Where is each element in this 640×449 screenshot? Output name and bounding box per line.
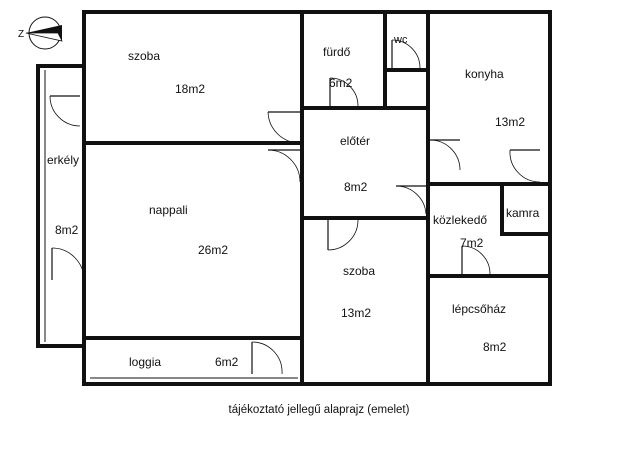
room-area-loggia: 6m2 (215, 355, 239, 369)
room-area-szoba-s: 13m2 (341, 306, 371, 320)
room-name-kamra: kamra (506, 206, 540, 220)
door-kozlekedo (461, 245, 491, 275)
room-area-lepcsohaz: 8m2 (483, 340, 507, 354)
room-area-szoba-nw: 18m2 (175, 82, 205, 96)
room-area-furdo: 6m2 (329, 76, 353, 90)
room-name-loggia: loggia (129, 355, 161, 369)
compass-letter: Z (18, 29, 24, 40)
plan-caption: tájékoztató jellegű alaprajz (emelet) (229, 404, 410, 416)
door-erkely-bottom (51, 247, 85, 281)
room-name-furdo: fürdő (323, 45, 351, 59)
door-loggia (251, 341, 283, 375)
door-konyha-west (429, 139, 461, 171)
room-name-konyha: konyha (465, 67, 504, 81)
room-name-erkely: erkély (47, 153, 79, 167)
room-name-lepcsohaz: lépcsőház (452, 302, 506, 316)
door-nappali (267, 149, 301, 183)
doors (49, 39, 541, 375)
room-area-nappali: 26m2 (198, 243, 228, 257)
interior-walls (84, 12, 552, 384)
room-area-erkely: 8m2 (55, 223, 79, 237)
door-szoba-nw (267, 111, 301, 144)
door-furdo (329, 77, 359, 107)
room-name-nappali: nappali (149, 203, 188, 217)
room-name-eloter: előtér (340, 134, 370, 148)
door-eloter-east (395, 185, 427, 215)
room-area-eloter: 8m2 (344, 180, 368, 194)
room-name-szoba-nw: szoba (128, 49, 160, 63)
room-labels: szoba 18m2 fürdő 6m2 wc konyha 13m2 előt… (47, 34, 540, 369)
door-szoba-s (327, 219, 359, 251)
door-konyha-south (509, 149, 541, 183)
room-area-konyha: 13m2 (495, 115, 525, 129)
door-erkely-top (49, 95, 81, 127)
compass-icon: Z (18, 16, 63, 50)
room-name-szoba-s: szoba (343, 264, 375, 278)
room-name-wc: wc (393, 34, 408, 46)
room-name-kozlekedo: közlekedő (433, 213, 487, 227)
room-area-kozlekedo: 7m2 (460, 236, 484, 250)
door-wc (391, 39, 421, 69)
